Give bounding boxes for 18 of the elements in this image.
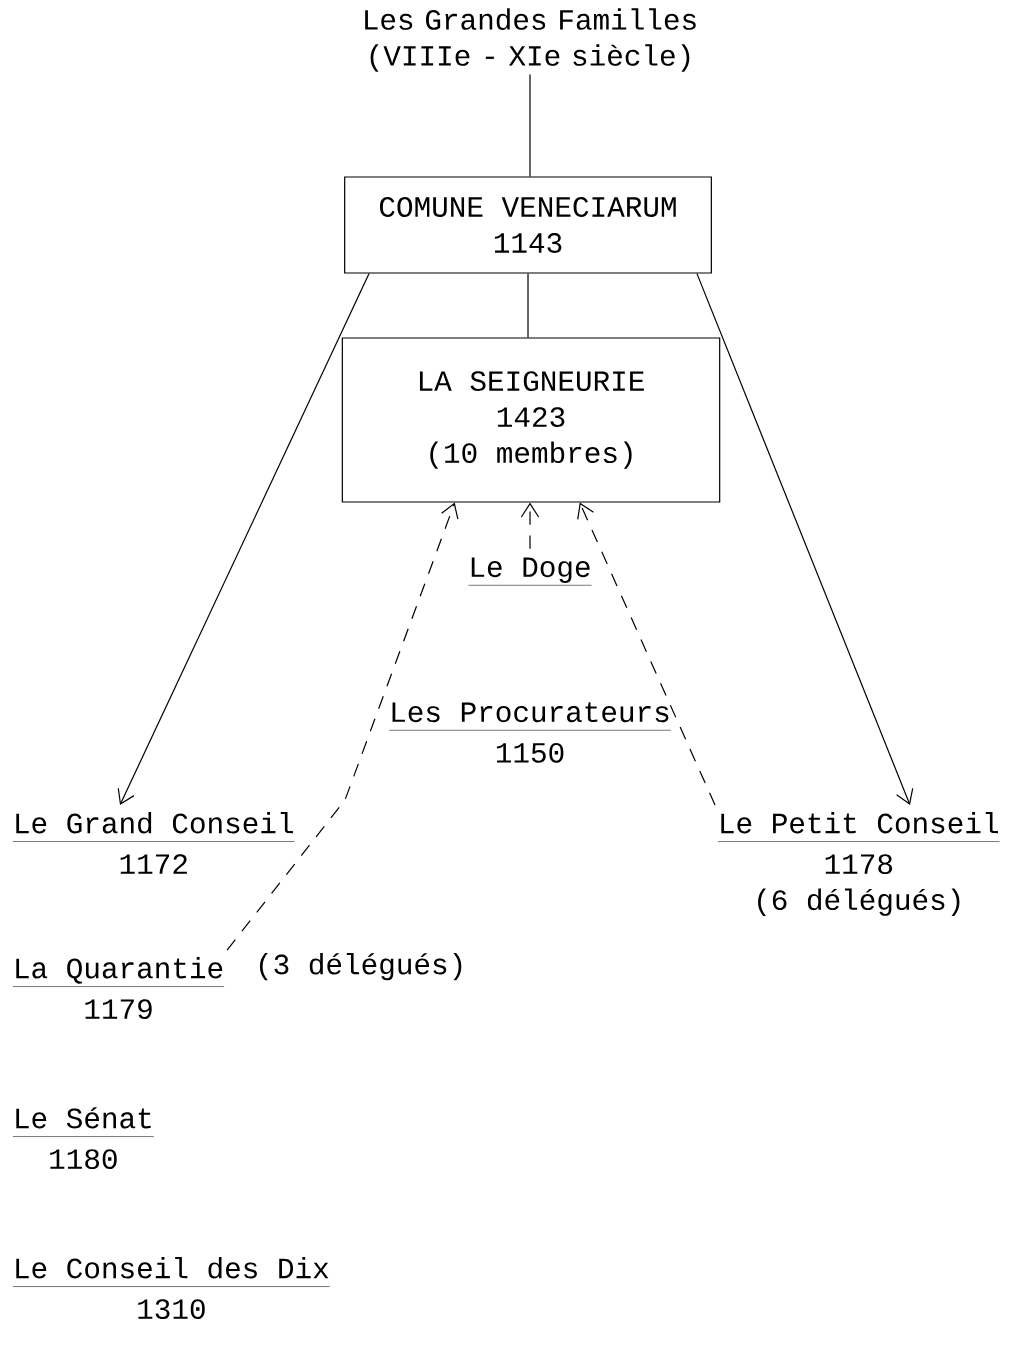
dashed-arrow (226, 502, 459, 951)
institution-label: Le Petit Conseil 1178 (6 délégués) (717, 811, 1000, 916)
arrow (696, 273, 914, 805)
institution-label: Le Conseil des Dix 1310 (12, 1256, 331, 1320)
dashed-arrow (577, 502, 716, 806)
connector-line (529, 74, 531, 177)
institution-box: COMUNE VENECIARUM 1143 (344, 176, 712, 274)
dashed-arrow (520, 502, 540, 550)
connector-line (527, 273, 529, 338)
institution-box: LA SEIGNEURIE 1423 (10 membres) (341, 337, 721, 503)
heading-text: Les Grandes Familles (VIIIe - XIe siècle) (365, 8, 696, 72)
note-text: (3 délégués) (259, 952, 462, 981)
arrow (117, 273, 370, 805)
institution-label: Le Sénat 1180 (12, 1107, 155, 1170)
institution-label: Les Procurateurs 1150 (388, 702, 672, 763)
institution-label: Le Doge (468, 557, 592, 586)
institution-label: Le Grand Conseil 1172 (12, 811, 295, 874)
institution-label: La Quarantie 1179 (12, 956, 225, 1020)
